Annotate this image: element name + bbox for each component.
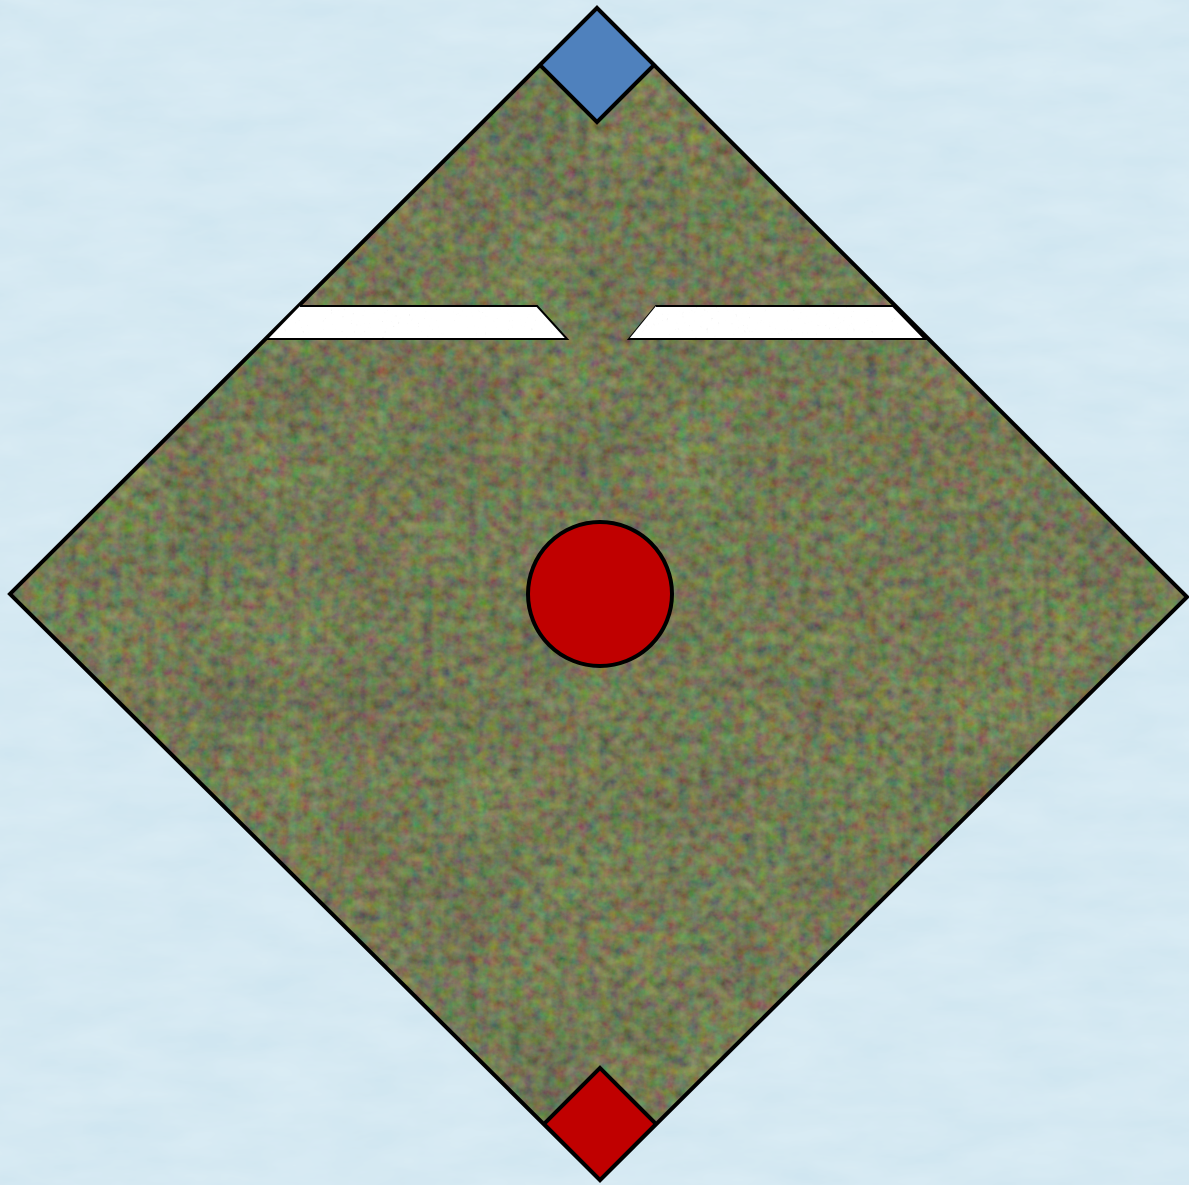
center-objective-token[interactable] (528, 522, 672, 666)
